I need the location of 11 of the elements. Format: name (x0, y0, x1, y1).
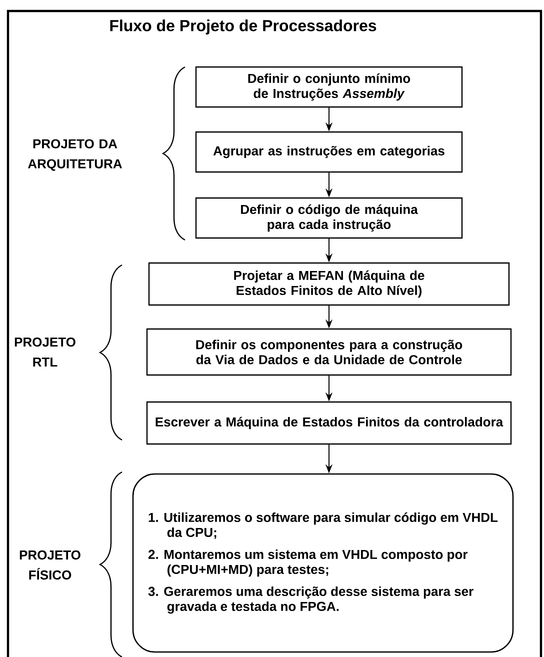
section-label: PROJETO RTL (14, 337, 76, 367)
process-box: Definir o código de máquina para cada instrução (195, 197, 463, 239)
section-label: PROJETO FÍSICO (20, 550, 80, 580)
section-label: PROJETO DA ARQUITETURA (28, 139, 122, 171)
title: Fluxo de Projeto de Processadores (110, 20, 376, 34)
process-box: Definir o conjunto mínimo de Instruções Assembly (195, 66, 463, 108)
list-box: 1. Utilizaremos o software para simular código em VHDL da CPU; 2. Montaremos um sistema em VHDL composto por (CPU+MI+MD) para testes; 3. Geraremos uma descrição desse sistema para ser gravada e testada no FPGA. (132, 473, 514, 653)
process-box: Agrupar as instruções em categorias (195, 131, 463, 173)
process-box: Escrever a Máquina de Estados Finitos da controladora (146, 401, 512, 445)
process-box: Projetar a MEFAN (Máquina de Estados Finitos de Alto Nível) (148, 262, 510, 306)
process-box: Definir os componentes para a construção da Via de Dados e da Unidade de Controle (146, 328, 512, 376)
